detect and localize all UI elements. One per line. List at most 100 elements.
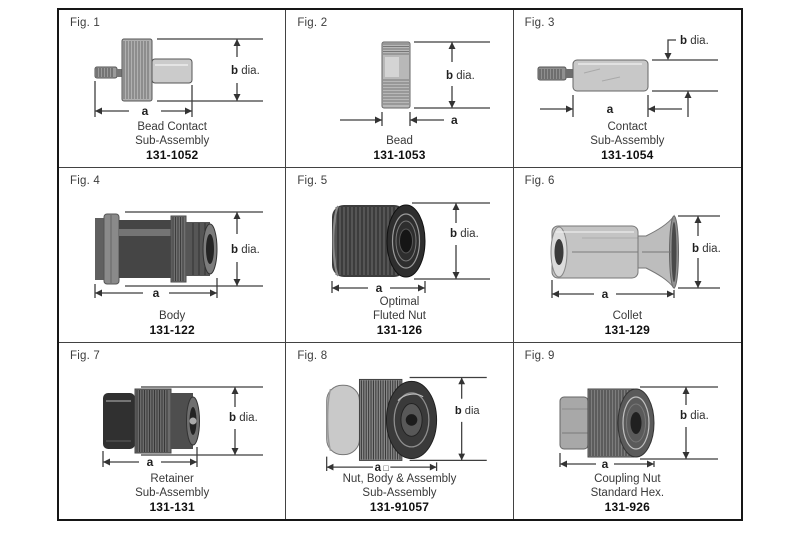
- part-name-line: Sub-Assembly: [362, 486, 437, 499]
- part-number: 131-926: [604, 499, 651, 514]
- figure-drawing: b dia a □: [286, 362, 512, 473]
- figure-cell-7: Fig. 7: [59, 343, 287, 519]
- figure-label: Fig. 9: [524, 350, 555, 362]
- dim-b-label: b dia.: [446, 70, 475, 82]
- part-illustration: [537, 59, 649, 92]
- part-name-line: Collet: [612, 309, 643, 322]
- figure-label: Fig. 4: [70, 175, 100, 187]
- part-name-line: Contact: [607, 121, 648, 133]
- part-illustration: [326, 378, 438, 461]
- dim-b-label: b dia.: [229, 412, 258, 424]
- part-name-line: Retainer: [150, 473, 194, 485]
- figure-caption: Optimal Fluted Nut 131-126: [286, 296, 512, 342]
- dim-a-label: a: [602, 457, 609, 470]
- figure-caption: Bead Contact Sub-Assembly 131-1052: [59, 121, 285, 167]
- dimension-a: [540, 95, 683, 117]
- dimension-b: [157, 38, 264, 102]
- dimension-b: [640, 386, 719, 460]
- dim-a-label: a: [376, 281, 383, 294]
- figure-caption: Collet 131-129: [514, 310, 741, 343]
- dim-a-label: a: [142, 104, 149, 118]
- figure-label: Fig. 8: [297, 350, 328, 362]
- part-number: 131-126: [376, 322, 423, 337]
- part-illustration: [559, 388, 655, 458]
- retainer-illustration: b dia. a: [102, 386, 264, 469]
- part-name-line: Sub-Assembly: [135, 486, 210, 499]
- figure-caption: Bead 131-1053: [286, 135, 512, 168]
- part-name-line: Sub-Assembly: [590, 134, 665, 147]
- dimension-a: [94, 81, 193, 117]
- part-number: 131-131: [149, 499, 195, 514]
- figure-cell-9: Fig. 9: [514, 343, 741, 519]
- figure-cell-5: Fig. 5: [286, 168, 514, 343]
- parts-catalog-table: Fig. 1: [57, 8, 743, 521]
- dim-b-label: b dia.: [231, 65, 260, 77]
- part-illustration: [95, 213, 218, 285]
- figure-caption: Coupling Nut Standard Hex. 131-926: [514, 473, 741, 519]
- part-illustration: [103, 388, 201, 454]
- part-illustration: [332, 204, 426, 278]
- figure-cell-6: Fig. 6: [513, 168, 741, 343]
- part-illustration: [381, 41, 411, 109]
- dimension-a: [94, 277, 218, 298]
- part-number: 131-91057: [369, 499, 430, 514]
- dim-a-label: a: [153, 286, 160, 300]
- dim-a-label: a: [607, 102, 614, 116]
- dim-b-label: b dia.: [680, 35, 709, 47]
- part-illustration: [94, 38, 193, 102]
- dimension-a: [340, 111, 445, 126]
- part-number: 131-1054: [601, 147, 654, 162]
- dimension-a: [331, 281, 427, 293]
- dim-b-label: b dia.: [450, 228, 479, 240]
- figure-label: Fig. 2: [297, 17, 328, 29]
- collet-illustration: b dia. a: [550, 214, 721, 301]
- figure-label: Fig. 7: [70, 350, 100, 362]
- part-illustration: [550, 214, 680, 290]
- part-name-line: Standard Hex.: [590, 486, 665, 499]
- figure-drawing: b dia. a: [286, 187, 512, 296]
- figure-cell-2: Fig. 2 b dia.: [286, 10, 514, 168]
- dimension-a: [559, 453, 655, 468]
- figure-label: Fig. 6: [524, 175, 555, 187]
- figure-label: Fig. 3: [524, 17, 555, 29]
- dimension-b: [412, 202, 491, 280]
- figure-label: Fig. 5: [297, 175, 328, 187]
- dimension-b: [410, 376, 488, 461]
- figure-drawing: b dia. a: [286, 29, 512, 135]
- dimension-b: [414, 41, 491, 109]
- part-name-line: Optimal: [379, 296, 420, 308]
- part-name-line: Body: [159, 309, 186, 322]
- dim-b-label: b dia.: [680, 410, 709, 422]
- figure-cell-8: Fig. 8: [286, 343, 514, 519]
- part-name-line: Bead: [386, 134, 413, 147]
- dimension-b: [141, 386, 264, 456]
- figure-caption: Retainer Sub-Assembly 131-131: [59, 473, 285, 519]
- figure-drawing: b dia. a: [59, 362, 285, 473]
- dimension-a: [551, 279, 675, 298]
- dim-b-label: b dia.: [692, 243, 721, 255]
- figure-label: Fig. 1: [70, 17, 100, 29]
- figure-drawing: b dia. a: [59, 187, 285, 310]
- figure-caption: Body 131-122: [59, 310, 285, 343]
- dimension-b: [678, 215, 721, 289]
- bead-contact-illustration: b dia. a: [94, 38, 264, 118]
- figure-cell-1: Fig. 1: [59, 10, 287, 168]
- figure-drawing: b dia. a: [514, 362, 741, 473]
- part-number: 131-1053: [373, 147, 426, 162]
- part-name-line: Sub-Assembly: [135, 134, 210, 147]
- part-name-line: Bead Contact: [137, 121, 207, 133]
- dim-b-label: b dia: [455, 405, 480, 417]
- dim-a-label: a □: [375, 462, 390, 472]
- dim-a-label: a: [451, 113, 458, 127]
- dim-a-label: a: [602, 287, 609, 301]
- dimension-a: [326, 456, 438, 471]
- figure-drawing: b dia. a: [59, 29, 285, 121]
- dim-b-label: b dia.: [231, 244, 260, 256]
- part-name-line: Fluted Nut: [372, 309, 427, 322]
- figure-caption: Contact Sub-Assembly 131-1054: [514, 121, 741, 167]
- dim-a-label: a: [147, 455, 154, 469]
- figure-caption: Nut, Body & Assembly Sub-Assembly 131-91…: [286, 473, 512, 519]
- bead-illustration: b dia. a: [340, 41, 491, 127]
- body-illustration: b dia. a: [94, 211, 264, 300]
